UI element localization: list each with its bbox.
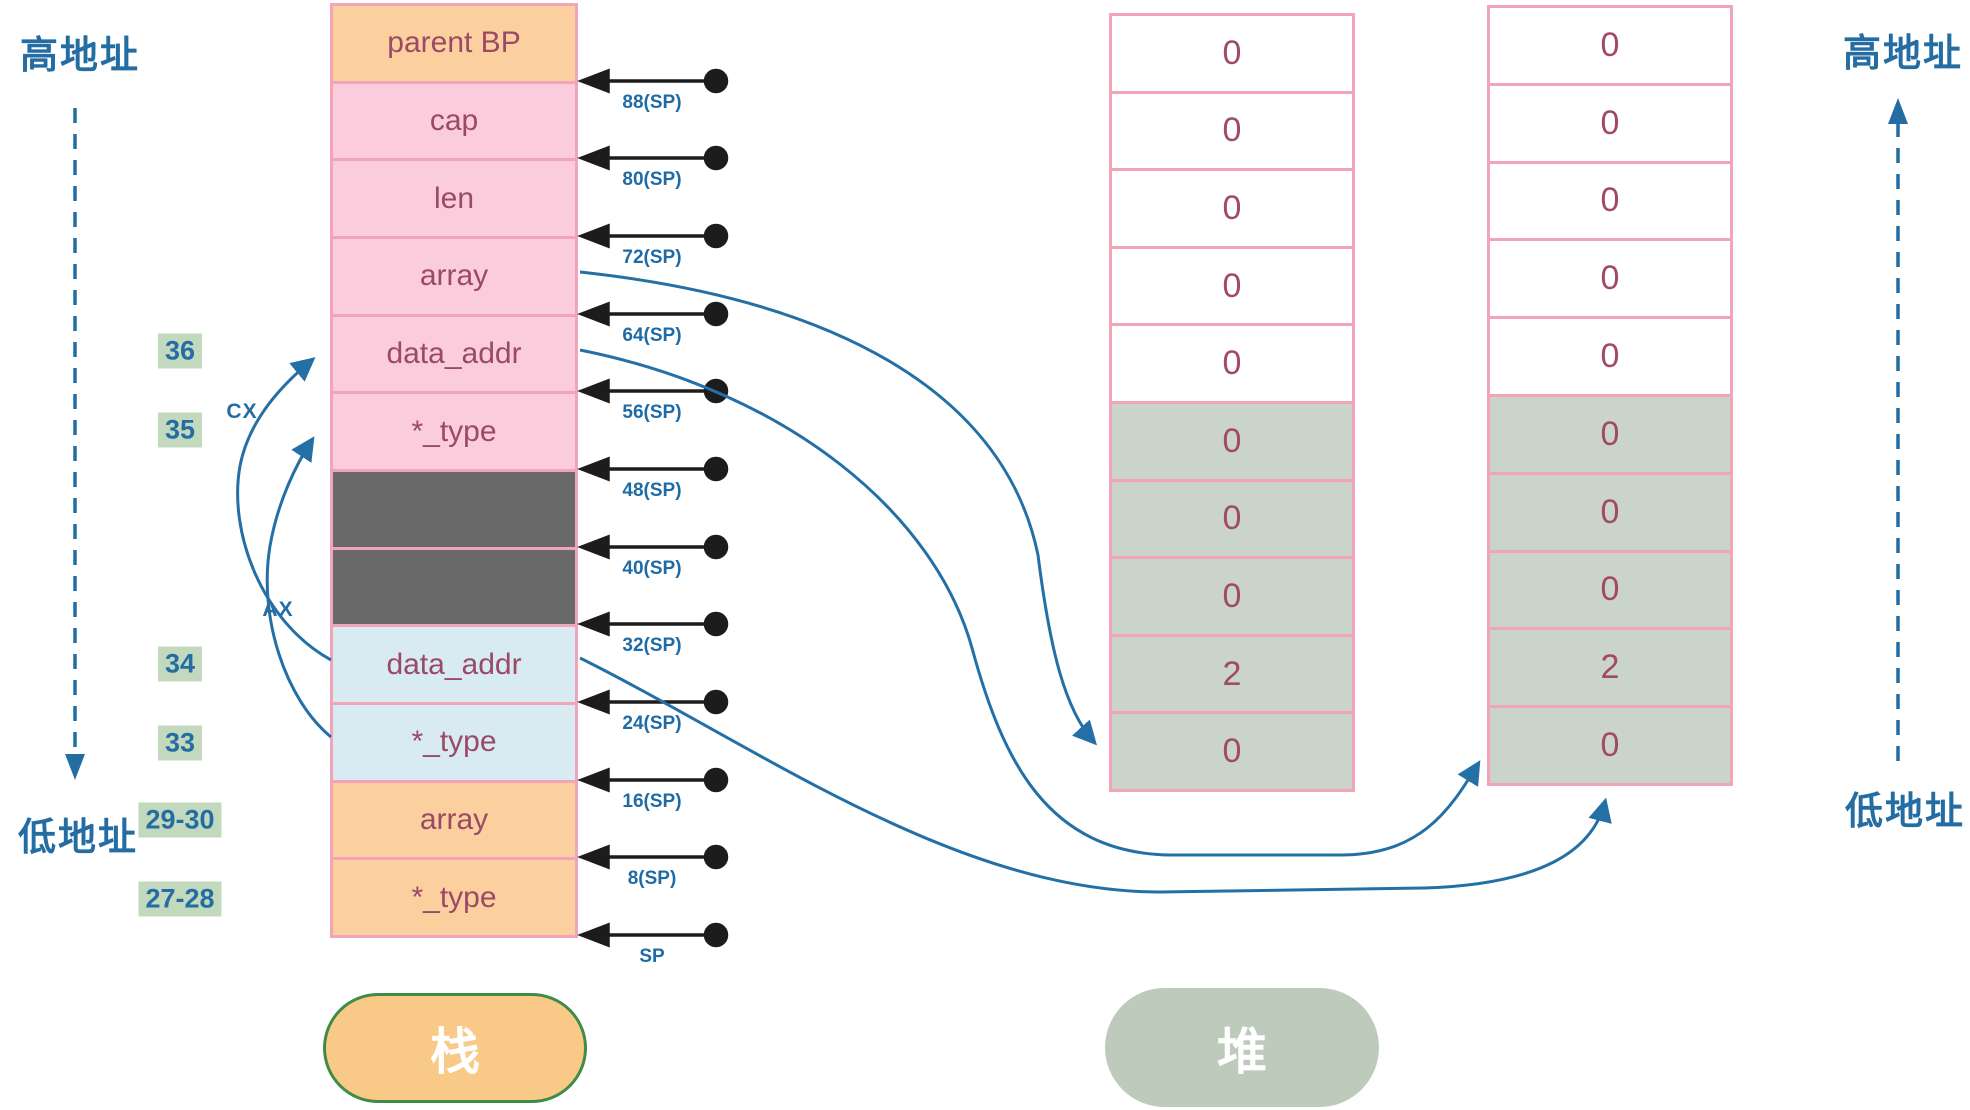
heap-cell: 0 — [1112, 248, 1352, 327]
heap-cell: 2 — [1112, 636, 1352, 715]
stack-cell: cap — [333, 83, 575, 162]
heap-pointer-curves — [579, 270, 1612, 894]
line-badge-33: 33 — [157, 725, 203, 761]
sp-pointer-arrows — [577, 68, 729, 948]
stack-cell: *_type — [333, 860, 575, 936]
stack-legend-pill: 栈 — [323, 993, 587, 1103]
heap-cell: 0 — [1112, 559, 1352, 637]
stack-cell-empty — [333, 472, 575, 550]
sp-offset-label: 32(SP) — [622, 635, 682, 656]
heap-cell: 0 — [1112, 93, 1352, 172]
stack-cell: array — [333, 782, 575, 861]
sp-offset-label: 88(SP) — [622, 92, 682, 113]
stack-column: parent BP cap len array data_addr *_type… — [330, 3, 578, 938]
low-address-label-right: 低地址 — [1845, 791, 1966, 833]
stack-cell: *_type — [333, 705, 575, 783]
heap-cell: 0 — [1490, 396, 1730, 475]
sp-offset-label: 40(SP) — [622, 558, 682, 579]
heap-cell: 0 — [1490, 8, 1730, 86]
stack-cell: data_addr — [333, 316, 575, 395]
heap-cell: 0 — [1112, 16, 1352, 94]
heap-array-column-right: 0 0 0 0 0 0 0 0 2 0 — [1487, 5, 1733, 786]
heap-cell: 0 — [1112, 714, 1352, 789]
high-address-label-right: 高地址 — [1843, 33, 1964, 75]
stack-cell: array — [333, 239, 575, 317]
heap-cell: 0 — [1490, 241, 1730, 320]
line-badge-34: 34 — [157, 646, 203, 682]
line-badge-27-28: 27-28 — [138, 881, 222, 917]
heap-cell: 0 — [1490, 552, 1730, 631]
heap-cell: 0 — [1112, 403, 1352, 482]
cx-register-label: CX — [226, 400, 258, 423]
heap-cell: 0 — [1112, 171, 1352, 249]
low-address-label-left: 低地址 — [18, 817, 139, 859]
heap-cell: 0 — [1112, 481, 1352, 560]
sp-offset-label: 8(SP) — [627, 868, 677, 889]
sp-offset-label: 72(SP) — [622, 247, 682, 268]
address-direction-arrow-right — [1888, 98, 1908, 768]
heap-cell: 0 — [1112, 326, 1352, 404]
ax-register-label: AX — [262, 598, 294, 621]
line-badge-36: 36 — [157, 333, 203, 369]
heap-array-column-middle: 0 0 0 0 0 0 0 0 2 0 — [1109, 13, 1355, 792]
data-addr-lower-to-heap-curve — [579, 656, 1612, 894]
heap-cell: 0 — [1490, 163, 1730, 242]
heap-legend-pill: 堆 — [1105, 988, 1379, 1107]
address-direction-arrow-left — [65, 108, 85, 780]
sp-offset-label: 16(SP) — [622, 791, 682, 812]
heap-cell: 0 — [1490, 708, 1730, 783]
heap-cell: 2 — [1490, 630, 1730, 709]
stack-cell-empty — [333, 549, 575, 628]
stack-cell: len — [333, 161, 575, 240]
sp-offset-label: 48(SP) — [622, 480, 682, 501]
heap-cell: 0 — [1490, 474, 1730, 553]
line-badge-35: 35 — [157, 412, 203, 448]
sp-offset-label: 64(SP) — [622, 325, 682, 346]
heap-cell: 0 — [1490, 85, 1730, 164]
sp-offset-label: 80(SP) — [622, 169, 682, 190]
high-address-label-left: 高地址 — [20, 35, 141, 77]
sp-offset-label: SP — [639, 946, 665, 967]
heap-cell: 0 — [1490, 319, 1730, 397]
line-badge-29-30: 29-30 — [138, 802, 222, 838]
ax-copy-arc — [265, 436, 332, 739]
stack-cell: parent BP — [333, 6, 575, 84]
sp-offset-label: 24(SP) — [622, 713, 682, 734]
stack-cell: data_addr — [333, 627, 575, 706]
stack-cell: *_type — [333, 394, 575, 473]
sp-offset-label: 56(SP) — [622, 402, 682, 423]
